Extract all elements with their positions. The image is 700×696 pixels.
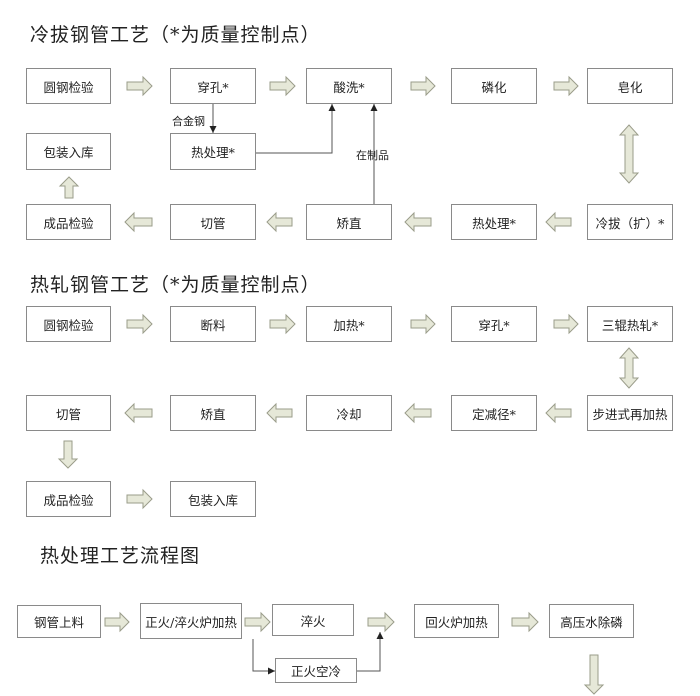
- box-cooling: 冷却: [306, 395, 392, 431]
- box-heating: 加热*: [306, 306, 392, 342]
- box-pickling: 酸洗*: [306, 68, 392, 104]
- box-heat-treatment: 热处理*: [170, 133, 256, 170]
- connector-line: [357, 632, 381, 672]
- block-arrow-right-icon: [553, 313, 579, 335]
- box-tempering-heating: 回火炉加热: [414, 604, 499, 638]
- label-alloy-steel: 合金钢: [172, 115, 205, 128]
- box-saponification: 皂化: [587, 68, 673, 104]
- block-arrow-down-icon: [583, 654, 605, 695]
- block-arrow-right-icon: [410, 75, 436, 97]
- heat-treatment-title: 热处理工艺流程图: [40, 545, 201, 567]
- arrowhead-icon: [328, 104, 336, 111]
- block-arrow-left-icon: [124, 402, 153, 424]
- box-blanking: 断料: [170, 306, 256, 342]
- box-cold-drawing: 冷拔（扩）*: [587, 204, 673, 240]
- box-final-inspection: 成品检验: [26, 481, 111, 517]
- block-arrow-right-icon: [553, 75, 579, 97]
- block-arrow-right-icon: [367, 611, 395, 633]
- box-tube-loading: 钢管上料: [17, 605, 101, 638]
- block-arrow-right-icon: [410, 313, 436, 335]
- box-packing: 包装入库: [170, 481, 256, 517]
- box-normalize-air-cooling: 正火空冷: [275, 658, 357, 683]
- box-piercing: 穿孔*: [170, 68, 256, 104]
- block-arrow-left-icon: [545, 402, 572, 424]
- connector-line: [252, 639, 275, 672]
- block-arrow-down-icon: [57, 440, 79, 469]
- box-heat-treatment-2: 热处理*: [451, 204, 537, 240]
- arrowhead-icon: [376, 632, 384, 639]
- block-arrow-right-icon: [126, 75, 153, 97]
- cold-drawn-title: 冷拔钢管工艺（*为质量控制点）: [30, 24, 321, 46]
- connector-line: [256, 104, 333, 154]
- hot-rolled-title: 热轧钢管工艺（*为质量控制点）: [30, 274, 321, 296]
- box-round-steel-inspection: 圆钢检验: [26, 68, 111, 104]
- box-final-inspection: 成品检验: [26, 204, 111, 240]
- box-normalize-quench-heating: 正火/淬火炉加热: [140, 603, 242, 639]
- box-round-steel-inspection: 圆钢检验: [26, 306, 111, 342]
- block-arrow-left-icon: [545, 211, 572, 233]
- block-arrow-right-icon: [511, 611, 539, 633]
- box-quenching: 淬火: [272, 604, 354, 636]
- box-walking-reheating: 步进式再加热: [587, 395, 673, 431]
- block-arrow-left-icon: [266, 211, 293, 233]
- block-arrow-right-icon: [126, 488, 153, 510]
- block-arrow-left-icon: [124, 211, 153, 233]
- block-arrow-right-icon: [269, 75, 296, 97]
- box-descaling: 高压水除磷: [549, 604, 634, 638]
- box-packing: 包装入库: [26, 133, 111, 170]
- arrowhead-icon: [209, 126, 217, 133]
- box-three-roll-rolling: 三辊热轧*: [587, 306, 673, 342]
- block-arrow-right-icon: [104, 611, 130, 633]
- box-phosphating: 磷化: [451, 68, 537, 104]
- label-work-in-progress: 在制品: [356, 149, 389, 162]
- block-arrow-right-icon: [244, 611, 271, 633]
- block-arrow-left-icon: [404, 211, 432, 233]
- box-sizing: 定减径*: [451, 395, 537, 431]
- block-arrow-left-icon: [404, 402, 432, 424]
- block-arrow-right-icon: [269, 313, 296, 335]
- box-cutting: 切管: [170, 204, 256, 240]
- box-piercing: 穿孔*: [451, 306, 537, 342]
- box-straightening: 矫直: [306, 204, 392, 240]
- box-cutting: 切管: [26, 395, 111, 431]
- arrowhead-icon: [370, 104, 378, 111]
- block-arrow-up-icon: [58, 176, 80, 199]
- block-arrow-right-icon: [126, 313, 153, 335]
- block-arrow-left-icon: [266, 402, 293, 424]
- arrowhead-icon: [268, 667, 275, 675]
- double-arrow-vertical-icon: [618, 124, 640, 184]
- double-arrow-vertical-icon: [618, 347, 640, 389]
- box-straightening: 矫直: [170, 395, 256, 431]
